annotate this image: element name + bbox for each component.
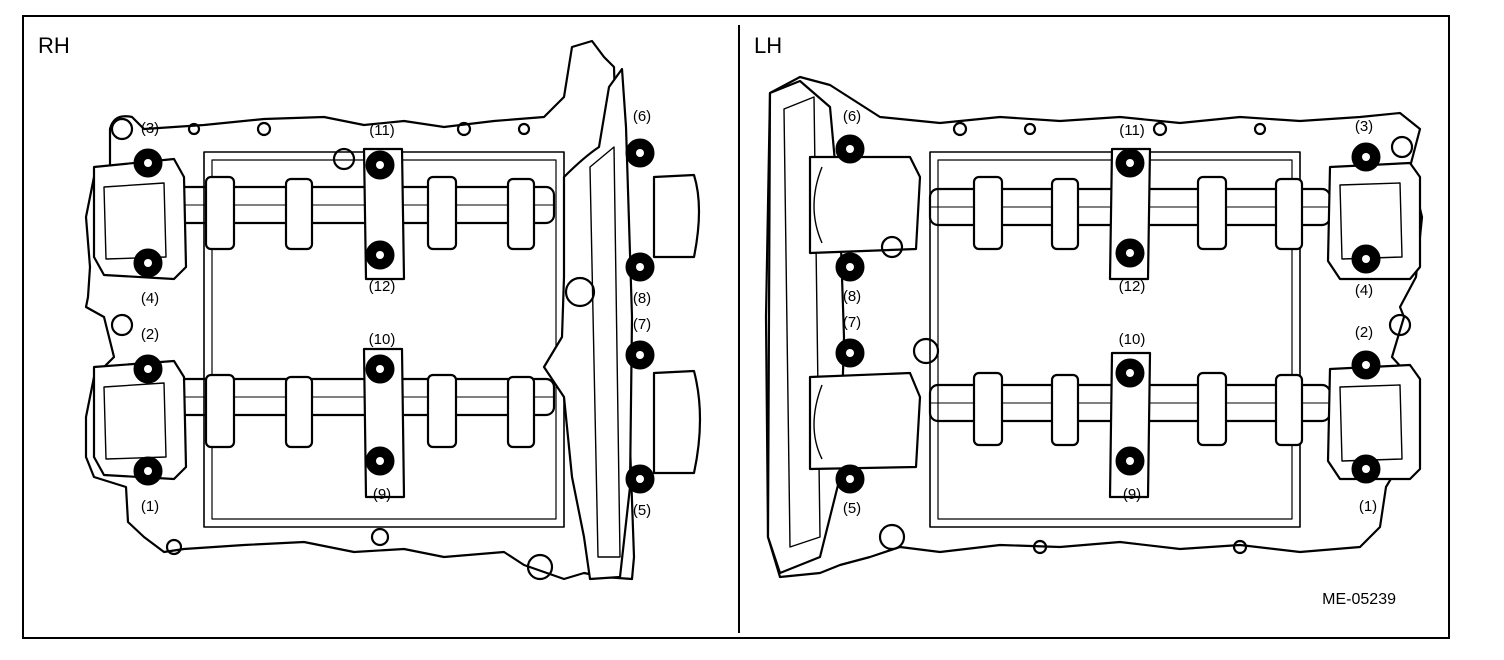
rh-bolt-label-11: (11)	[369, 122, 395, 139]
rh-bolt-label-6: (6)	[633, 108, 651, 125]
rh-bolt-label-2: (2)	[141, 326, 159, 343]
figure-frame	[22, 15, 1450, 639]
rh-bolt-label-7: (7)	[633, 316, 651, 333]
rh-camshaft-carrier-drawing: (1) (2) (3) (4) (5) (6) (7) (8) (9) (10)…	[84, 39, 702, 581]
lh-bolt-label-3: (3)	[1355, 118, 1373, 135]
rh-bolt-label-8: (8)	[633, 290, 651, 307]
lh-bolt-label-4: (4)	[1355, 282, 1373, 299]
rh-bolt-label-5: (5)	[633, 502, 651, 519]
rh-bolt-label-3: (3)	[141, 120, 159, 137]
lh-bolt-label-5: (5)	[843, 500, 861, 517]
rh-bolt-label-10: (10)	[369, 331, 396, 348]
lh-bolt-label-9: (9)	[1123, 486, 1141, 503]
lh-bolt-label-8: (8)	[843, 288, 861, 305]
figure-id: ME-05239	[1322, 591, 1396, 608]
panel-divider	[738, 25, 740, 633]
lh-bolt-label-7: (7)	[843, 314, 861, 331]
lh-panel: LH	[740, 17, 1456, 637]
lh-bolt-label-6: (6)	[843, 108, 861, 125]
rh-panel: RH	[24, 17, 740, 637]
lh-bolt-label-1: (1)	[1359, 498, 1377, 515]
lh-camshaft-carrier-drawing: (1) (2) (3) (4) (5) (6) (7) (8) (9) (10)…	[764, 75, 1424, 579]
rh-bolt-label-1: (1)	[141, 498, 159, 515]
lh-bolt-label-10: (10)	[1119, 331, 1146, 348]
rh-panel-label: RH	[38, 33, 70, 58]
lh-bolt-label-2: (2)	[1355, 324, 1373, 341]
lh-bolt-label-11: (11)	[1119, 122, 1145, 139]
rh-bolt-label-9: (9)	[373, 486, 391, 503]
lh-panel-label: LH	[754, 33, 783, 58]
rh-bolt-label-4: (4)	[141, 290, 159, 307]
lh-bolt-label-12: (12)	[1119, 278, 1146, 295]
rh-bolt-label-12: (12)	[369, 278, 396, 295]
